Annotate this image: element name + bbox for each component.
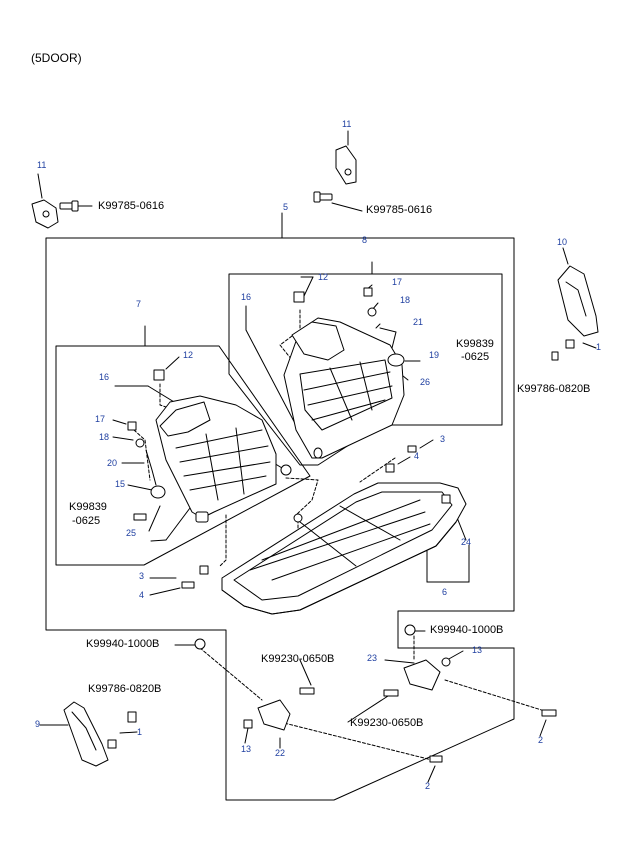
part-number-k99839-right-2: -0625	[461, 351, 490, 363]
side-trim-right	[557, 265, 599, 337]
callout-22: 22	[275, 748, 286, 758]
callout-11-left: 11	[37, 160, 47, 170]
callout-25: 25	[126, 528, 137, 538]
callout-12-upper: 12	[318, 272, 329, 282]
callout-10: 10	[557, 237, 568, 247]
callout-5: 5	[283, 202, 289, 212]
callout-13-right: 13	[472, 645, 483, 655]
callout-18-upper: 18	[400, 295, 411, 305]
assembly-frame-5	[45, 237, 515, 801]
callout-17-lower: 17	[95, 414, 106, 424]
callout-15: 15	[115, 479, 126, 489]
seat-cushion	[221, 482, 467, 615]
callout-1-upper: 1	[596, 342, 602, 352]
bolt-k99785-a	[59, 200, 79, 212]
callout-6: 6	[442, 587, 448, 597]
part-number-k99785-left: K99785-0616	[98, 200, 165, 212]
callout-19: 19	[429, 350, 440, 360]
callout-7: 7	[136, 299, 142, 309]
subassembly-frame-7	[55, 345, 311, 566]
callout-24: 24	[461, 537, 472, 547]
part-number-k99839-right-1: K99839	[456, 338, 494, 350]
part-number-k99786-left: K99786-0820B	[88, 683, 162, 695]
side-trim-left	[63, 701, 109, 767]
hinge-bracket-right	[335, 145, 357, 185]
part-number-k99786-right: K99786-0820B	[517, 383, 591, 395]
callout-1-lower: 1	[137, 727, 143, 737]
callout-26: 26	[420, 377, 431, 387]
left-seat-back	[155, 395, 292, 523]
part-number-k99230-upper: K99230-0650B	[261, 653, 335, 665]
callout-2-right: 2	[538, 735, 544, 745]
callout-18-lower: 18	[99, 432, 110, 442]
callout-4-left: 4	[139, 590, 145, 600]
part-number-k99230-lower: K99230-0650B	[350, 717, 424, 729]
callout-11-right: 11	[342, 119, 352, 129]
part-number-k99940-left: K99940-1000B	[86, 638, 160, 650]
callout-21: 21	[413, 317, 424, 327]
part-number-k99839-left-1: K99839	[69, 501, 107, 513]
callout-9: 9	[35, 719, 41, 729]
part-number-k99785-right: K99785-0616	[366, 204, 433, 216]
part-number-k99839-left-2: -0625	[72, 515, 101, 527]
part-number-k99940-right: K99940-1000B	[430, 624, 504, 636]
callout-8: 8	[362, 235, 368, 245]
callout-2-lower: 2	[425, 781, 431, 791]
callout-4-right: 4	[414, 451, 420, 461]
bolt-k99785-b	[313, 191, 333, 203]
right-seat-back	[283, 317, 405, 459]
hinge-bracket-left	[31, 199, 59, 229]
callout-16-upper: 16	[241, 292, 252, 302]
callout-13-lower: 13	[241, 744, 252, 754]
variant-label: (5DOOR)	[31, 51, 82, 65]
callout-20: 20	[107, 458, 118, 468]
callout-23: 23	[367, 653, 378, 663]
dashed-guide-lines	[133, 309, 549, 761]
fasteners	[107, 287, 575, 763]
callout-12-lower: 12	[183, 350, 194, 360]
callout-17-upper: 17	[392, 277, 403, 287]
callout-3-right: 3	[440, 434, 446, 444]
callout-16-lower: 16	[99, 372, 110, 382]
callout-3-left: 3	[139, 571, 145, 581]
